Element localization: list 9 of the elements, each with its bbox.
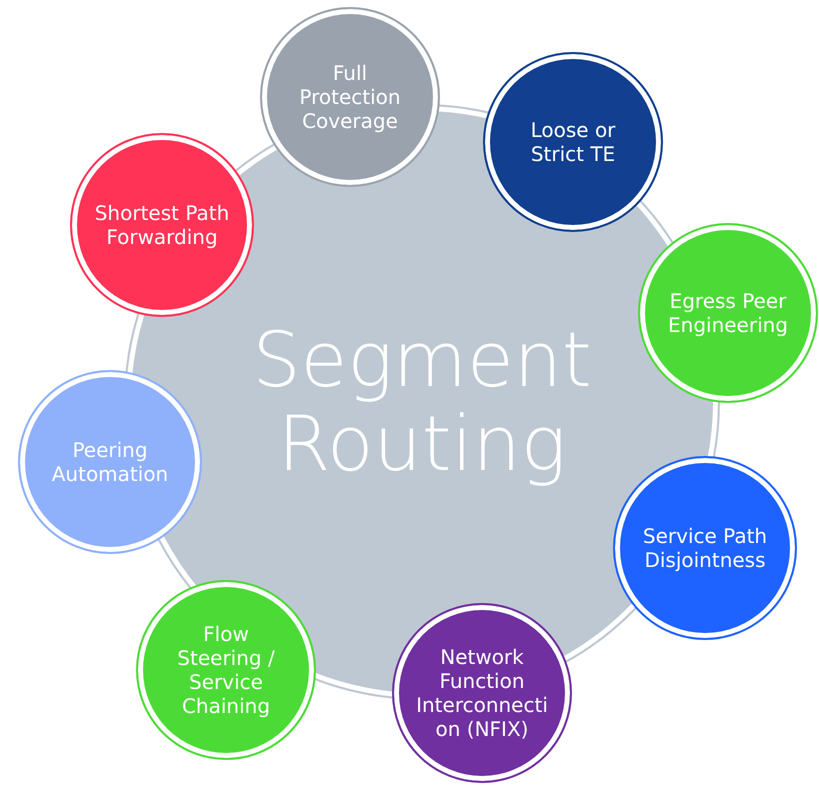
- topic-label: Loose or Strict TE: [530, 118, 616, 166]
- topic-label: Flow Steering / Service Chaining: [176, 622, 276, 718]
- topic-label: Full Protection Coverage: [298, 61, 402, 133]
- topic-label: Egress Peer Engineering: [667, 289, 789, 337]
- topic-label: Service Path Disjointness: [642, 524, 768, 572]
- topic-label: Shortest Path Forwarding: [94, 201, 230, 249]
- hub-title: Segment Routing: [251, 318, 593, 486]
- topic-label: Network Function Interconnection (NFIX): [416, 645, 548, 741]
- topic-label: Peering Automation: [50, 438, 170, 486]
